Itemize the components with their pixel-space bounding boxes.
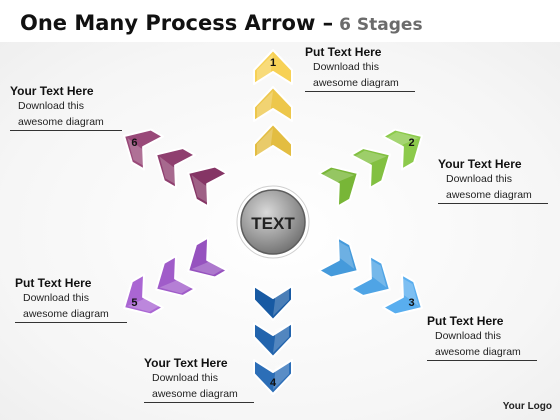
stage-4-chevron-1 bbox=[253, 285, 293, 321]
stage-2-chevron-3-highlight bbox=[386, 132, 419, 149]
stage-6-chevron-2 bbox=[155, 147, 196, 189]
stage-6-chevron-3 bbox=[123, 128, 164, 171]
stage-6-label: Your Text Here Download this awesome dia… bbox=[10, 84, 150, 131]
stage-1-chevron-2-highlight bbox=[257, 91, 273, 119]
stage-3-desc-line-2: awesome diagram bbox=[435, 346, 521, 358]
stage-3-number: 3 bbox=[409, 297, 415, 309]
stage-3-chevron-3-highlight bbox=[398, 278, 419, 306]
stage-6-desc-line-2: awesome diagram bbox=[18, 116, 104, 128]
stage-4-chevron-2 bbox=[253, 322, 293, 358]
stage-1-heading: Put Text Here bbox=[305, 45, 382, 59]
stage-6-chevron-1 bbox=[187, 165, 229, 208]
stage-5-chevron-1-highlight bbox=[191, 258, 224, 275]
stage-3-chevron-2-highlight bbox=[366, 259, 387, 288]
stage-1-chevron-1-highlight bbox=[257, 128, 273, 156]
stage-2-chevron-1 bbox=[317, 165, 359, 208]
stage-4-chevron-1-highlight bbox=[273, 288, 289, 316]
stage-1-desc-line-1: Download this bbox=[313, 61, 379, 73]
stage-2-chevron-1-highlight bbox=[322, 169, 355, 186]
stage-5-number: 5 bbox=[131, 297, 137, 309]
stage-6-chevron-3-highlight bbox=[127, 138, 148, 166]
stage-3-chevron-3 bbox=[382, 273, 423, 316]
stage-4-number: 4 bbox=[270, 377, 277, 389]
stage-1-chevron-3 bbox=[253, 49, 293, 85]
stage-6-desc-line-1: Download this bbox=[18, 100, 84, 112]
stage-6-chevron-1-highlight bbox=[191, 175, 212, 203]
stage-3-desc-line-1: Download this bbox=[435, 330, 501, 342]
stage-4-desc-line-1: Download this bbox=[152, 372, 218, 384]
stage-1-number: 1 bbox=[270, 57, 276, 69]
stage-4-underline bbox=[144, 402, 254, 403]
stage-2-heading: Your Text Here bbox=[438, 157, 522, 171]
stage-1-arm bbox=[253, 49, 293, 159]
stage-5-desc-line-2: awesome diagram bbox=[23, 308, 109, 320]
stage-1-desc-line-2: awesome diagram bbox=[313, 77, 399, 89]
stage-2-label: Your Text Here Download this awesome dia… bbox=[438, 157, 560, 204]
stage-5-underline bbox=[15, 322, 127, 323]
stage-3-underline bbox=[427, 360, 537, 361]
arrow-layer bbox=[123, 49, 423, 395]
stage-2-number: 2 bbox=[409, 137, 415, 149]
stage-1-underline bbox=[305, 91, 415, 92]
stage-5-chevron-1 bbox=[187, 236, 229, 279]
stage-5-chevron-3 bbox=[123, 273, 164, 316]
page-title: One Many Process Arrow –6 Stages bbox=[20, 6, 550, 40]
stage-2-chevron-2 bbox=[350, 147, 391, 189]
stage-3-chevron-2 bbox=[350, 255, 391, 297]
stage-2-arm bbox=[317, 128, 423, 208]
stage-5-heading: Put Text Here bbox=[15, 276, 92, 290]
stage-5-label: Put Text Here Download this awesome diag… bbox=[15, 276, 155, 323]
stage-1-chevron-1 bbox=[253, 123, 293, 159]
stage-3-label: Put Text Here Download this awesome diag… bbox=[427, 314, 560, 361]
title-main: One Many Process Arrow – bbox=[20, 11, 334, 35]
stage-6-underline bbox=[10, 130, 122, 131]
stage-4-heading: Your Text Here bbox=[144, 356, 228, 370]
footer-logo: Your Logo bbox=[502, 401, 552, 412]
stage-4-desc-line-2: awesome diagram bbox=[152, 388, 238, 400]
stage-5-chevron-2-highlight bbox=[159, 277, 192, 294]
center-text: TEXT bbox=[251, 214, 295, 233]
stage-2-chevron-3 bbox=[382, 128, 423, 171]
stage-5-chevron-3-highlight bbox=[127, 295, 160, 312]
center-hub: TEXT bbox=[236, 185, 310, 259]
stage-6-chevron-2-highlight bbox=[159, 156, 180, 185]
stage-1-chevron-2 bbox=[253, 86, 293, 122]
stage-number-layer: 1 2 3 4 5 6 bbox=[131, 57, 414, 389]
stage-3-arm bbox=[317, 236, 423, 316]
stage-1-label: Put Text Here Download this awesome diag… bbox=[305, 45, 445, 92]
stage-5-arm bbox=[123, 236, 229, 316]
stage-6-arm bbox=[123, 128, 229, 208]
stage-6-heading: Your Text Here bbox=[10, 84, 94, 98]
stage-4-label: Your Text Here Download this awesome dia… bbox=[144, 356, 284, 403]
stage-3-chevron-1-highlight bbox=[334, 241, 355, 269]
stage-6-number: 6 bbox=[131, 137, 137, 149]
stage-5-desc-line-1: Download this bbox=[23, 292, 89, 304]
stage-3-heading: Put Text Here bbox=[427, 314, 504, 328]
stage-5-chevron-2 bbox=[155, 255, 196, 297]
title-sub: 6 Stages bbox=[339, 15, 423, 35]
stage-1-chevron-3-highlight bbox=[257, 54, 273, 82]
stage-3-chevron-1 bbox=[317, 236, 359, 279]
stage-4-chevron-2-highlight bbox=[273, 325, 289, 353]
stage-4-arm bbox=[253, 285, 293, 395]
stage-2-underline bbox=[438, 203, 548, 204]
stage-2-desc-line-1: Download this bbox=[446, 173, 512, 185]
stage-2-chevron-2-highlight bbox=[354, 150, 387, 167]
stage-2-desc-line-2: awesome diagram bbox=[446, 189, 532, 201]
stage-4-chevron-3-highlight bbox=[273, 362, 289, 390]
stage-4-chevron-3 bbox=[253, 359, 293, 395]
